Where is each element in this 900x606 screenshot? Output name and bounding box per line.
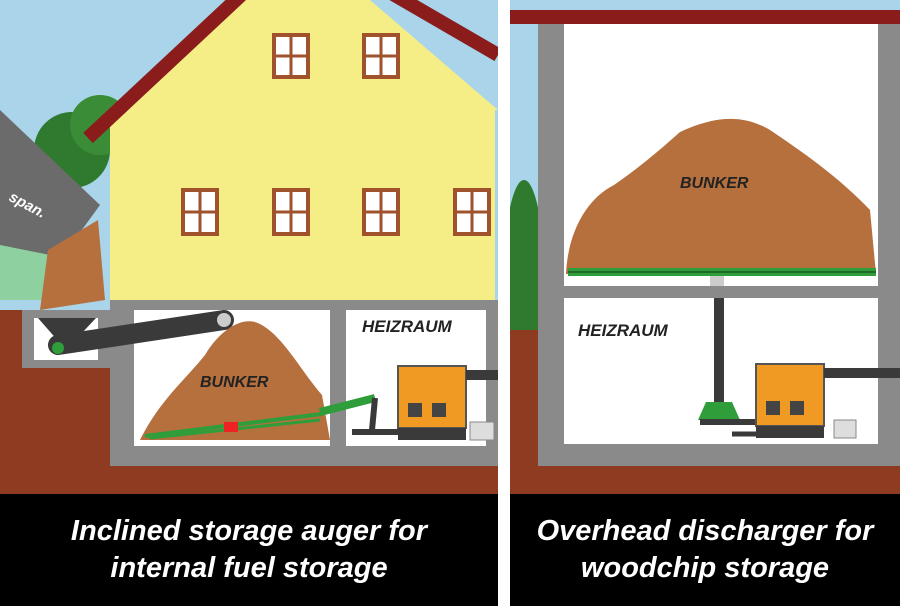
caption-line: internal fuel storage xyxy=(110,550,387,587)
window xyxy=(364,35,398,77)
boiler xyxy=(398,366,466,428)
room-label: HEIZRAUM xyxy=(578,321,669,340)
floor-slab xyxy=(110,300,498,310)
left-panel: span. xyxy=(0,0,498,606)
partition-wall xyxy=(330,300,346,446)
window xyxy=(183,190,217,234)
caption-bar: Inclined storage auger for internal fuel… xyxy=(0,494,498,606)
window xyxy=(274,35,308,77)
window xyxy=(364,190,398,234)
drop-chute xyxy=(714,298,724,402)
ground xyxy=(510,466,900,494)
bunker-label: BUNKER xyxy=(200,374,269,391)
building-wall xyxy=(538,24,564,466)
basement-floor xyxy=(110,446,498,466)
caption-bar: Overhead discharger for woodchip storage xyxy=(510,494,900,606)
caption-line: Inclined storage auger for xyxy=(71,513,427,550)
window xyxy=(274,190,308,234)
right-panel: HEIZRAUM BUNKER Overhead discharger for … xyxy=(510,0,900,606)
caption-line: woodchip storage xyxy=(581,550,829,587)
flue-pipe xyxy=(466,370,498,380)
inclined-auger-diagram: span. xyxy=(0,0,498,494)
floor-slab xyxy=(564,286,878,298)
caption-line: Overhead discharger for xyxy=(537,513,874,550)
bunker-label: BUNKER xyxy=(680,175,749,192)
room-label: HEIZRAUM xyxy=(362,317,453,336)
overhead-discharger-diagram: HEIZRAUM BUNKER xyxy=(510,0,900,494)
basement-floor xyxy=(564,444,878,466)
window xyxy=(455,190,489,234)
roof xyxy=(510,10,900,24)
flue-pipe xyxy=(824,368,900,378)
boiler xyxy=(756,364,824,426)
